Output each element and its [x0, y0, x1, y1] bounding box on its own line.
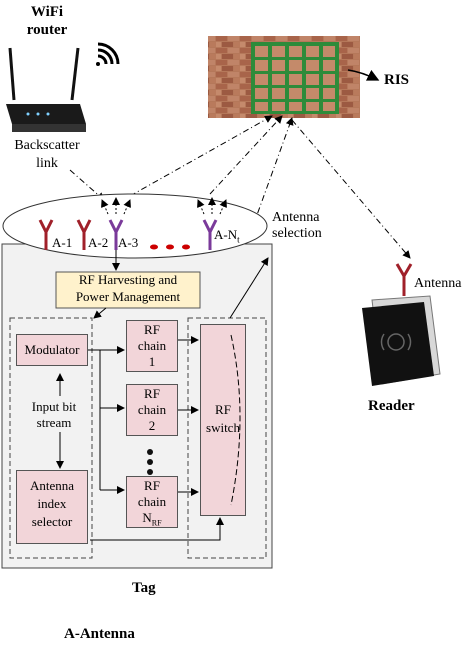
- antenna-selection-ellipse: [2, 193, 268, 259]
- ellipsis-dots: [150, 244, 190, 250]
- antenna-a3-label: A-3: [118, 235, 139, 250]
- rf-chain-1-line3: 1: [148, 354, 156, 369]
- antenna-an-icon: [202, 219, 218, 250]
- rf-harvest-line2: Power Management: [75, 289, 181, 304]
- rf-switch-box: RF switch: [200, 324, 246, 516]
- antenna-a3-icon: [108, 219, 124, 250]
- rf-chain-2-box: RF chain 2: [126, 384, 178, 436]
- antenna-index-line1: Antenna: [29, 478, 75, 493]
- ris-panel: [208, 36, 360, 118]
- ris-pointer-arrow: [347, 69, 380, 81]
- rfid-reader-device-icon: [362, 295, 441, 386]
- router-title-line1: WiFi: [30, 4, 64, 20]
- rf-harvest-box: [55, 271, 201, 309]
- modulator-box: Modulator: [16, 334, 88, 366]
- antenna-an-subscript: t: [237, 234, 240, 245]
- antenna-index-selector-box: Antenna index selector: [16, 470, 88, 544]
- tag-label: Tag: [132, 580, 156, 596]
- rf-chain-n-line2: chain: [137, 494, 167, 509]
- ris-label: RIS: [384, 72, 410, 88]
- reader-antenna-label: Antenna: [414, 276, 462, 291]
- antenna-selection-line2: selection: [272, 226, 322, 241]
- rf-chain-n-box: RF chain NRF: [126, 476, 178, 528]
- selector-to-switch-arrow: [90, 517, 224, 541]
- rf-switch-line2: switch: [206, 420, 240, 435]
- rf-chain-1-box: RF chain 1: [126, 320, 178, 372]
- backscatter-line2: link: [36, 156, 58, 171]
- antenna-a1-label: A-1: [52, 235, 73, 250]
- rf-switch-line1: RF: [215, 402, 231, 417]
- antenna-index-line3: selector: [31, 514, 73, 529]
- input-bit-line2: stream: [36, 415, 72, 430]
- switch-arc: [230, 334, 241, 506]
- wifi-signal-icon: [96, 42, 120, 66]
- reader-label: Reader: [368, 398, 415, 414]
- chains-to-switch-arrows: [178, 336, 199, 496]
- rf-harvest-line1: RF Harvesting and: [78, 272, 178, 287]
- backscatter-links: [69, 115, 411, 263]
- chain-ellipsis-dots: [147, 449, 153, 475]
- antenna-index-line2: index: [37, 496, 67, 511]
- switch-to-antenna-arrow: [229, 257, 269, 319]
- rf-chain-n-line1: RF: [144, 478, 160, 493]
- switch-dashed-group: [187, 317, 267, 559]
- input-bit-line1: Input bit: [31, 399, 77, 414]
- rf-chain-n-line3: NRF: [127, 510, 177, 528]
- rf-chain-n-subscript: RF: [151, 518, 162, 528]
- wifi-router-icon: [6, 47, 86, 132]
- antenna-a1-icon: [38, 219, 54, 250]
- antenna-selection-line1: Antenna: [272, 210, 320, 225]
- backscatter-line1: Backscatter: [14, 138, 80, 153]
- antenna-an-label: A-Nt: [214, 227, 240, 245]
- antenna-an-text: A-N: [214, 227, 238, 242]
- rf-chain-2-line1: RF: [144, 386, 160, 401]
- modulator-to-chains-lines: [88, 346, 125, 494]
- footer-label: A-Antenna: [64, 626, 135, 642]
- rf-chain-1-line1: RF: [144, 322, 160, 337]
- left-dashed-group: [9, 317, 93, 559]
- modulator-label: Modulator: [24, 342, 80, 357]
- router-title-line2: router: [26, 22, 68, 38]
- reader-antenna-icon: [395, 263, 413, 296]
- rf-chain-2-line2: chain: [137, 402, 167, 417]
- antenna-a2-label: A-2: [88, 235, 109, 250]
- rf-chain-n-index: N: [142, 510, 152, 525]
- harvest-to-left-arrow: [93, 307, 107, 319]
- radiation-arrows: [101, 197, 227, 215]
- rf-chain-1-line2: chain: [137, 338, 167, 353]
- antenna-a2-icon: [76, 219, 92, 250]
- rf-chain-2-line3: 2: [148, 418, 156, 433]
